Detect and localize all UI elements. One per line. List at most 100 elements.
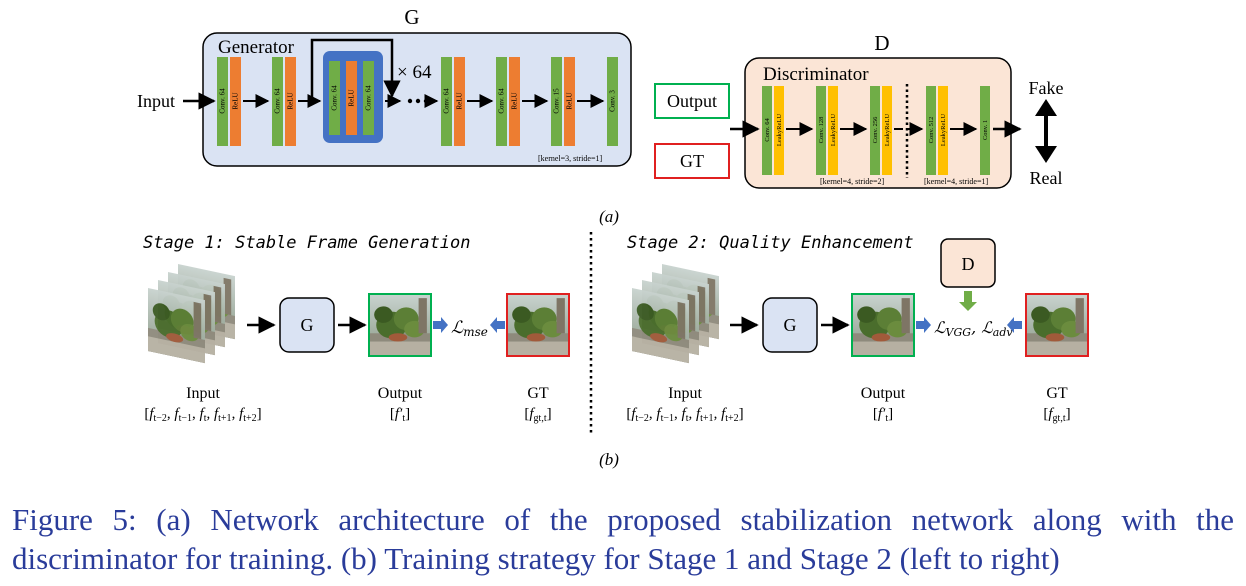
layer-conv: Conv. 3 [607, 57, 618, 146]
layer-leakyrelu: LeakyReLU [938, 86, 948, 175]
stage2-input-frames-label: [ft−2, ft−1, ft, ft+1, ft+2] [626, 406, 743, 424]
layer-relu: ReLU [285, 57, 296, 146]
stage1-gt-caption: GT [527, 385, 549, 402]
svg-text:LeakyReLU: LeakyReLU [884, 114, 891, 146]
generator-note: [kernel=3, stride=1] [538, 154, 602, 163]
discriminator-down-arrow-icon [959, 291, 977, 311]
discriminator-group-label: D [874, 31, 889, 55]
gt-box [654, 143, 730, 179]
ellipsis-dots [407, 98, 429, 104]
svg-text:ReLU: ReLU [232, 92, 240, 109]
stage2-output-image [851, 293, 915, 357]
stage1-output-caption: Output [378, 385, 423, 402]
svg-text:ReLU: ReLU [287, 92, 295, 109]
layer-relu: ReLU [509, 57, 520, 146]
stage1-gt-image [506, 293, 570, 357]
real-label: Real [1030, 168, 1063, 188]
loss-arrow-icon [916, 317, 931, 333]
svg-text:Conv. 256: Conv. 256 [872, 116, 879, 143]
architecture-diagram: G Generator Input Conv. 64 ReLU Conv. 64… [137, 5, 1089, 469]
stage1-output-image [368, 293, 432, 357]
stage2-discriminator-label: D [962, 254, 975, 274]
stage1-output-frame: [f′t] [390, 406, 410, 424]
layer-conv: Conv. 64 [496, 57, 507, 146]
stage2-gt-image [1025, 293, 1089, 357]
layer-leakyrelu: LeakyReLU [774, 86, 784, 175]
stage2-discriminator-box [940, 238, 996, 288]
sublabel-b: (b) [599, 450, 619, 469]
output-box-label: Output [667, 91, 717, 111]
stage1-title: Stage 1: Stable Frame Generation [143, 233, 471, 253]
layer-relu: ReLU [346, 61, 357, 135]
stage1-generator-label: G [301, 315, 314, 335]
svg-text:Conv. 64: Conv. 64 [331, 85, 339, 111]
svg-text:Conv. 128: Conv. 128 [818, 117, 825, 144]
generator-title: Generator [218, 37, 295, 58]
layer-conv: Conv. 64 [272, 57, 283, 146]
stage2-gt-caption: GT [1046, 385, 1068, 402]
stage1-loss-label: ℒmse [451, 318, 488, 339]
double-arrow-icon [1035, 99, 1057, 163]
sublabel-a: (a) [599, 207, 619, 226]
skip-connection-arrow [310, 38, 401, 101]
layer-conv: Conv. 256 [870, 86, 880, 175]
svg-text:ReLU: ReLU [566, 92, 574, 109]
layer-leakyrelu: LeakyReLU [882, 86, 892, 175]
svg-text:Conv. 1: Conv. 1 [982, 120, 989, 140]
svg-text:Conv. 64: Conv. 64 [498, 88, 506, 114]
layer-conv: Conv. 15 [551, 57, 562, 146]
fake-label: Fake [1029, 78, 1064, 98]
stage2-generator-label: G [784, 315, 797, 335]
input-label: Input [137, 91, 175, 111]
repeat-label: × 64 [397, 62, 432, 83]
layer-conv: Conv. 512 [926, 86, 936, 175]
stage2-output-caption: Output [861, 385, 906, 402]
loss-arrow-icon [490, 317, 505, 333]
layer-conv: Conv. 64 [762, 86, 772, 175]
layer-relu: ReLU [230, 57, 241, 146]
svg-text:Conv. 15: Conv. 15 [553, 88, 561, 114]
discriminator-layers: Conv. 64 LeakyReLU Conv. 128 LeakyReLU C… [762, 86, 990, 175]
layer-conv: Conv. 64 [363, 61, 374, 135]
stage1-generator-box [279, 297, 335, 353]
generator-layers: Conv. 64 ReLU Conv. 64 ReLU Conv. 64 ReL… [217, 57, 618, 146]
svg-text:Conv. 64: Conv. 64 [274, 88, 282, 114]
loss-arrow-icon [1007, 317, 1022, 333]
svg-text:LeakyReLU: LeakyReLU [830, 114, 837, 146]
stage1-input-caption: Input [186, 385, 220, 402]
svg-text:ReLU: ReLU [511, 92, 519, 109]
svg-text:ReLU: ReLU [348, 89, 356, 106]
layer-relu: ReLU [454, 57, 465, 146]
stage1-input-frames [148, 264, 235, 364]
stage2-title: Stage 2: Quality Enhancement [627, 233, 914, 253]
stage1-gt-frame: [fgt,t] [524, 406, 551, 424]
stage2-output-frame: [f′t] [873, 406, 893, 424]
svg-text:LeakyReLU: LeakyReLU [940, 114, 947, 146]
layer-conv: Conv. 64 [329, 61, 340, 135]
gt-box-label: GT [680, 151, 704, 171]
svg-text:Conv. 512: Conv. 512 [928, 117, 935, 144]
output-box [654, 83, 730, 119]
layer-relu: ReLU [564, 57, 575, 146]
svg-text:Conv. 3: Conv. 3 [609, 90, 617, 112]
svg-text:Conv. 64: Conv. 64 [219, 88, 227, 114]
svg-text:LeakyReLU: LeakyReLU [776, 114, 783, 146]
stage2-input-frames [632, 264, 719, 364]
stage1-input-frames-label: [ft−2, ft−1, ft, ft+1, ft+2] [144, 406, 261, 424]
stage2-input-caption: Input [668, 385, 702, 402]
figure-caption: Figure 5: (a) Network architecture of th… [12, 502, 1234, 576]
generator-group-label: G [404, 5, 419, 29]
stage2-generator-box [762, 297, 818, 353]
stage2-gt-frame: [fgt,t] [1043, 406, 1070, 424]
svg-text:Conv. 64: Conv. 64 [365, 85, 373, 111]
stage2-loss-label: ℒVGG, ℒadv [934, 318, 1013, 339]
layer-conv: Conv. 128 [816, 86, 826, 175]
discriminator-title: Discriminator [763, 64, 869, 85]
layer-conv: Conv. 1 [980, 86, 990, 175]
layer-conv: Conv. 64 [441, 57, 452, 146]
layer-leakyrelu: LeakyReLU [828, 86, 838, 175]
discriminator-note-stride2: [kernel=4, stride=2] [820, 177, 884, 186]
svg-text:Conv. 64: Conv. 64 [764, 118, 771, 142]
discriminator-note-stride1: [kernel=4, stride=1] [924, 177, 988, 186]
svg-text:ReLU: ReLU [456, 92, 464, 109]
